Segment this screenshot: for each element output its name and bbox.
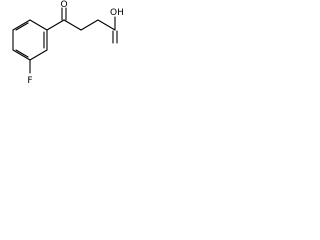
ring-double-bond [15, 22, 29, 31]
ring-bond [29, 19, 48, 31]
ketone-oxygen-label: O [60, 0, 67, 10]
chain-bond [63, 19, 82, 31]
ring-bond [12, 19, 31, 31]
acid-carbon-bond [97, 19, 116, 31]
ring-bond [29, 49, 48, 61]
fluorine-label: F [27, 76, 32, 86]
chain-bond [80, 19, 99, 31]
ring-double-bond [15, 49, 29, 58]
molecule-drawing: O OH F [12, 0, 124, 86]
benzene-ring [12, 19, 48, 61]
hydroxyl-label: OH [110, 8, 124, 18]
structure-diagram: O OH F [0, 0, 137, 92]
ring-bond [12, 49, 31, 61]
aryl-carbonyl-bond [46, 19, 65, 31]
